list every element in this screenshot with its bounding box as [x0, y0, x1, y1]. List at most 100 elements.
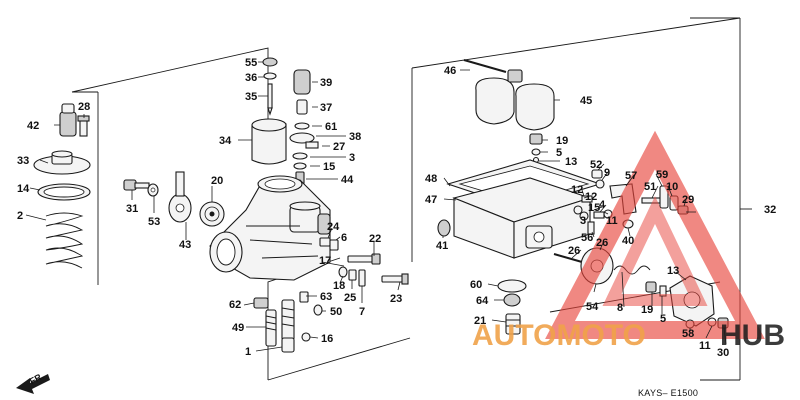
callout-15a: 15	[323, 161, 335, 173]
part-41-screw	[437, 219, 451, 237]
callout-38: 38	[349, 131, 361, 143]
callout-46: 46	[444, 65, 456, 77]
part-1-jet	[281, 337, 295, 353]
part-15-oring	[293, 162, 307, 170]
callout-59: 59	[656, 169, 668, 181]
callout-33: 33	[17, 155, 29, 167]
callout-13a: 13	[565, 156, 577, 168]
callout-28: 28	[78, 101, 90, 113]
callout-36: 36	[245, 72, 257, 84]
part-49-tube	[265, 309, 277, 347]
part-51-rod	[641, 197, 663, 204]
part-33-top-cover	[33, 150, 91, 175]
part-3-ring	[292, 152, 308, 160]
front-direction-label: FR.	[28, 371, 45, 387]
callout-11b: 11	[699, 340, 711, 352]
part-53-washer	[147, 183, 159, 197]
callout-27: 27	[333, 141, 345, 153]
callout-58: 58	[682, 328, 694, 340]
part-8-spring	[613, 265, 651, 275]
part-19-plug-b	[645, 281, 657, 293]
callout-61: 61	[325, 121, 337, 133]
part-20-disc	[199, 201, 225, 227]
carburetor-body	[209, 175, 331, 281]
part-main-tube	[281, 299, 295, 341]
part-43-nipple	[168, 171, 192, 223]
callout-3b: 3	[580, 215, 586, 227]
part-37-screw	[296, 99, 308, 115]
callout-40: 40	[622, 235, 634, 247]
part-25-spring	[348, 269, 357, 281]
callout-29: 29	[682, 194, 694, 206]
part-35-needle	[267, 83, 273, 116]
callout-19b: 19	[641, 304, 653, 316]
callout-64: 64	[476, 295, 489, 307]
callout-22: 22	[369, 233, 381, 245]
callout-12b: 12	[585, 191, 597, 203]
callout-26b: 26	[596, 237, 608, 249]
callout-3a: 3	[349, 152, 355, 164]
callout-43: 43	[179, 239, 191, 251]
callout-42: 42	[27, 120, 39, 132]
callout-23: 23	[390, 293, 402, 305]
callout-52: 52	[590, 159, 602, 171]
part-31-bolt	[123, 179, 150, 191]
callout-57: 57	[625, 170, 637, 182]
part-52-nut	[591, 169, 603, 179]
watermark-logo	[545, 130, 765, 339]
part-9-washer	[595, 179, 605, 189]
callout-7: 7	[359, 306, 365, 318]
callout-24: 24	[327, 221, 340, 233]
callout-56: 56	[581, 232, 593, 244]
part-47-float-bowl	[452, 177, 592, 259]
callout-44: 44	[341, 174, 354, 186]
watermark-text-part1: AUTOMOTO	[472, 319, 646, 352]
callout-45: 45	[580, 95, 592, 107]
part-61-washer	[294, 122, 310, 130]
callout-26a: 26	[568, 245, 580, 257]
part-55-clip	[262, 57, 278, 67]
callout-50: 50	[330, 306, 342, 318]
part-36-ring	[263, 72, 277, 80]
callout-30: 30	[717, 347, 729, 359]
callout-8: 8	[617, 302, 623, 314]
part-42-cap	[59, 103, 77, 137]
callout-15b: 15	[588, 202, 600, 214]
callout-20: 20	[211, 175, 223, 187]
callout-13b: 13	[667, 265, 679, 277]
callout-5a: 5	[556, 147, 562, 159]
callout-9: 9	[604, 167, 610, 179]
part-7-screw	[358, 269, 366, 287]
callout-11a: 11	[606, 215, 618, 227]
callout-12a: 12	[571, 184, 583, 196]
callout-31: 31	[126, 203, 138, 215]
part-16-oring	[301, 332, 311, 342]
leader-lines	[25, 61, 727, 352]
part-62-nut	[253, 297, 269, 309]
diagram-code: KAYS– E1500	[638, 388, 698, 398]
part-5-clip	[531, 148, 541, 156]
callout-labels: 55 36 35 39 37 61 38 34 27 3 15 44 42 28…	[17, 57, 776, 398]
callout-37: 37	[320, 102, 332, 114]
part-50-washer	[313, 304, 323, 316]
callout-48: 48	[425, 173, 437, 185]
part-64-nut	[503, 293, 521, 307]
callout-17: 17	[319, 255, 331, 267]
callout-4: 4	[599, 199, 606, 211]
part-24-screw	[319, 237, 331, 247]
callout-55: 55	[245, 57, 257, 69]
callout-10: 10	[666, 181, 678, 193]
callout-41: 41	[436, 240, 448, 252]
callout-1: 1	[245, 346, 251, 358]
part-39-cap	[293, 69, 311, 95]
watermark-text: AUTOMOTO HUB	[472, 319, 785, 352]
callout-14: 14	[17, 183, 30, 195]
part-6-spring	[329, 239, 339, 251]
part-2-spring	[45, 212, 84, 269]
part-45-float	[475, 69, 555, 131]
part-56-screw	[587, 221, 595, 235]
part-19-valve	[529, 133, 543, 145]
callout-54: 54	[586, 301, 599, 313]
